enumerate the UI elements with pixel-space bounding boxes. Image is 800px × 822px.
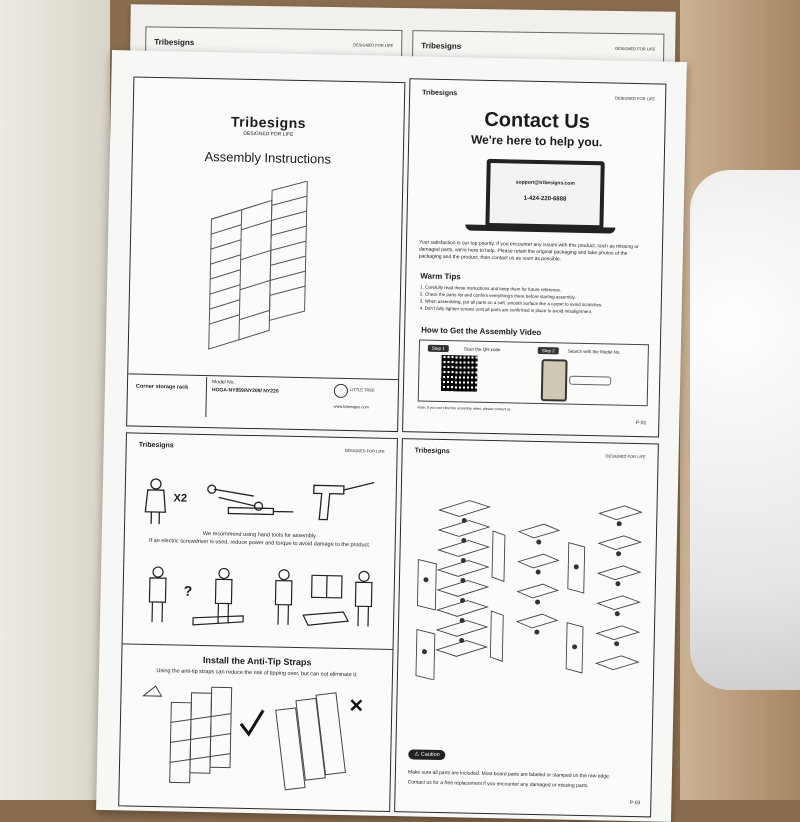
caution-label: Caution	[420, 751, 440, 759]
contact-tagline: DESIGNED FOR LIFE	[615, 95, 656, 102]
question-mark: ?	[183, 582, 193, 599]
warm-tips-title: Warm Tips	[420, 271, 461, 282]
contact-panel: Tribesigns DESIGNED FOR LIFE Contact Us …	[402, 78, 667, 438]
parts-page-number: P-03	[629, 800, 641, 807]
contact-brand: Tribesigns	[422, 89, 458, 98]
video-steps-box: Step 1 Scan the QR code Step 2 Search wi…	[417, 339, 649, 407]
back-brand-left: Tribesigns	[154, 37, 195, 48]
step1-text: Scan the QR code	[463, 346, 501, 353]
cover-model-label: Model No.	[212, 379, 235, 386]
cover-title: Assembly Instructions	[204, 148, 332, 167]
exploded-parts-diagram	[415, 500, 643, 681]
search-box-illustration	[569, 375, 612, 386]
caution-line1: Make sure all parts are included. Most b…	[407, 769, 611, 780]
cover-logo-icon	[333, 383, 349, 399]
foam-packing	[690, 170, 800, 690]
cover-website: www.tribesigns.com	[333, 403, 369, 410]
background-left	[0, 0, 110, 800]
tools-panel: Tribesigns DESIGNED FOR LIFE X2 We recom…	[118, 432, 398, 812]
tips-list: 1. Carefully read these instructions and…	[420, 284, 603, 316]
step2-text: Search with the Model No.	[567, 348, 621, 355]
cover-model-value: HOGA-NY859/NY209/ NY220	[211, 387, 279, 395]
video-title: How to Get the Assembly Video	[421, 325, 542, 338]
back-tag-right: DESIGNED FOR LIFE	[615, 45, 656, 52]
antitip-illustration	[142, 685, 363, 791]
instruction-sheet: Tribesigns DESIGNED FOR LIFE Assembly In…	[96, 50, 687, 822]
tools-illustration	[144, 478, 375, 525]
contact-note: Note: If you can't find the assembly vid…	[417, 405, 512, 412]
laptop-illustration: support@tribesigns.com 1-424-220-6888	[485, 158, 605, 230]
parts-tagline: DESIGNED FOR LIFE	[605, 453, 646, 460]
tools-tagline: DESIGNED FOR LIFE	[344, 447, 385, 454]
people-count: X2	[173, 492, 188, 505]
cover-panel: Tribesigns DESIGNED FOR LIFE Assembly In…	[126, 76, 406, 433]
step1-badge: Step 1	[427, 344, 449, 353]
step2-badge: Step 2	[537, 346, 559, 355]
shelf-illustration	[208, 180, 308, 350]
antitip-title: Install the Anti-Tip Straps	[202, 655, 312, 668]
prep-illustration	[148, 566, 373, 627]
caution-badge: ⚠ Caution	[408, 749, 446, 761]
tools-brand: Tribesigns	[138, 441, 174, 450]
cover-divider	[128, 373, 399, 381]
tools-divider	[122, 643, 393, 651]
phone-illustration	[540, 359, 568, 402]
caution-line2: Contact us for a free replacement if you…	[407, 779, 589, 790]
qr-code	[440, 354, 478, 392]
contact-phone: 1-424-220-6888	[523, 195, 567, 203]
cover-logo-text: LITTLE TREE	[349, 387, 375, 393]
contact-page-number: P-01	[635, 420, 647, 427]
parts-panel: Tribesigns DESIGNED FOR LIFE	[394, 438, 659, 818]
cover-product-label: Corner storage rack	[135, 383, 189, 391]
contact-email: support@tribesigns.com	[515, 179, 575, 187]
contact-paragraph: Your satisfaction is our top priority. I…	[418, 239, 639, 263]
back-tag-left: DESIGNED FOR LIFE	[353, 42, 394, 48]
parts-brand: Tribesigns	[414, 447, 450, 456]
cover-vdivider	[205, 377, 208, 418]
antitip-text: Using the anti-tip straps can reduce the…	[156, 668, 358, 679]
back-brand-right: Tribesigns	[421, 41, 462, 51]
